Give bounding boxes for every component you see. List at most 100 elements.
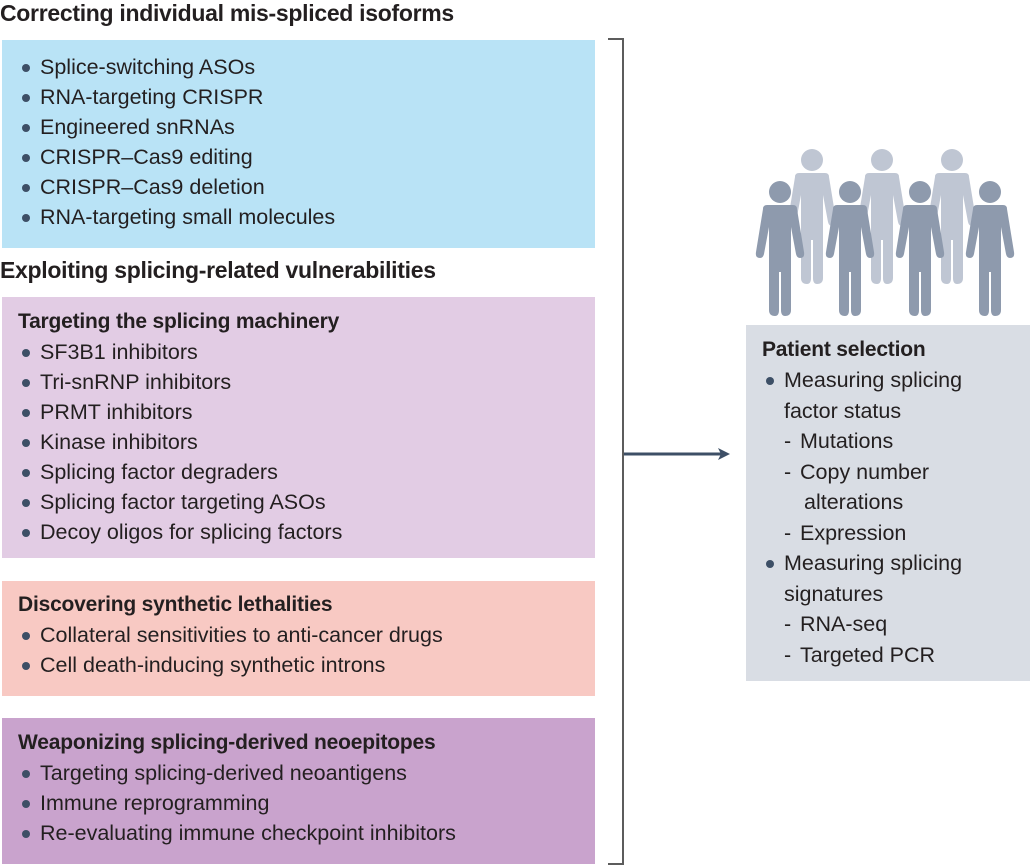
- list-item: PRMT inhibitors: [18, 397, 595, 427]
- people-back-row: [787, 149, 977, 284]
- item-text: SF3B1 inhibitors: [40, 340, 198, 364]
- item-text: Decoy oligos for splicing factors: [40, 520, 343, 544]
- patient-selection-title: Patient selection: [762, 338, 926, 361]
- item-text: PRMT inhibitors: [40, 400, 193, 424]
- section-heading-exploiting: Exploiting splicing-related vulnerabilit…: [0, 257, 436, 283]
- bullet-icon: [766, 377, 774, 385]
- item-text: Targeting splicing-derived neoantigens: [40, 761, 407, 785]
- sub-item: -RNA-seq: [784, 609, 1030, 640]
- sub-list: -RNA-seq -Targeted PCR: [784, 609, 1030, 670]
- sub-item-text: Copy number: [800, 459, 930, 484]
- bullet-icon: [766, 560, 774, 568]
- bullet-icon: [22, 499, 30, 507]
- list-item: RNA-targeting small molecules: [18, 202, 595, 232]
- list-item: Measuring splicing signatures -RNA-seq -…: [762, 548, 1030, 670]
- bullet-icon: [22, 124, 30, 132]
- bullet-icon: [22, 409, 30, 417]
- list-item: Splice-switching ASOs: [18, 52, 595, 82]
- list-item: Re-evaluating immune checkpoint inhibito…: [18, 818, 595, 848]
- bullet-icon: [22, 800, 30, 808]
- list-item: RNA-targeting CRISPR: [18, 82, 595, 112]
- item-text: factor status: [784, 398, 902, 423]
- machinery-box: Targeting the splicing machinery SF3B1 i…: [2, 297, 595, 558]
- list-item: Measuring splicing factor status -Mutati…: [762, 365, 1030, 548]
- list-item: CRISPR–Cas9 deletion: [18, 172, 595, 202]
- sub-item: -Expression: [784, 518, 1030, 549]
- item-text: Splice-switching ASOs: [40, 55, 256, 79]
- patient-population-icon: [755, 149, 1015, 316]
- list-item: Targeting splicing-derived neoantigens: [18, 758, 595, 788]
- item-text: Tri-snRNP inhibitors: [40, 370, 232, 394]
- section-heading-correcting: Correcting individual mis-spliced isofor…: [0, 0, 454, 26]
- list-item: SF3B1 inhibitors: [18, 337, 595, 367]
- list-item: Splicing factor degraders: [18, 457, 595, 487]
- neoepitopes-title: Weaponizing splicing-derived neoepitopes: [18, 731, 436, 754]
- bullet-icon: [22, 770, 30, 778]
- bullet-icon: [22, 349, 30, 357]
- item-text: Splicing factor targeting ASOs: [40, 490, 326, 514]
- bullet-icon: [22, 184, 30, 192]
- bullet-icon: [22, 830, 30, 838]
- machinery-title: Targeting the splicing machinery: [18, 310, 340, 333]
- sub-item: -Targeted PCR: [784, 640, 1030, 671]
- lethalities-title: Discovering synthetic lethalities: [18, 593, 333, 616]
- dash: -: [784, 612, 792, 636]
- bullet-icon: [22, 529, 30, 537]
- item-text: Immune reprogramming: [40, 791, 270, 815]
- bullet-icon: [22, 154, 30, 162]
- bracket-top-tick: [608, 38, 624, 40]
- list-item: Decoy oligos for splicing factors: [18, 517, 595, 547]
- sub-item: -Copy number alterations: [784, 457, 1030, 518]
- sub-item-text: alterations: [804, 490, 904, 514]
- list-item: Tri-snRNP inhibitors: [18, 367, 595, 397]
- bullet-icon: [22, 94, 30, 102]
- item-text: Cell death-inducing synthetic introns: [40, 653, 386, 677]
- list-item: CRISPR–Cas9 editing: [18, 142, 595, 172]
- bullet-icon: [22, 64, 30, 72]
- item-text: signatures: [784, 581, 884, 606]
- arrow-head: [718, 448, 730, 460]
- machinery-list: SF3B1 inhibitors Tri-snRNP inhibitors PR…: [18, 337, 595, 547]
- person-icon: [965, 181, 1015, 316]
- sub-item-text: RNA-seq: [800, 612, 888, 636]
- dash: -: [784, 459, 792, 484]
- correcting-box: Splice-switching ASOs RNA-targeting CRIS…: [2, 40, 595, 248]
- item-text: Kinase inhibitors: [40, 430, 198, 454]
- arrow-right-icon: [624, 448, 730, 460]
- bracket-bottom-tick: [608, 863, 624, 865]
- list-item: Kinase inhibitors: [18, 427, 595, 457]
- list-item: Collateral sensitivities to anti-cancer …: [18, 620, 595, 650]
- patient-selection-list: Measuring splicing factor status -Mutati…: [762, 365, 1030, 670]
- dash: -: [784, 642, 792, 667]
- sub-item-text: Targeted PCR: [800, 642, 936, 667]
- neoepitopes-list: Targeting splicing-derived neoantigens I…: [18, 758, 595, 848]
- sub-item: -Mutations: [784, 426, 1030, 457]
- item-text: CRISPR–Cas9 deletion: [40, 175, 265, 199]
- bullet-icon: [22, 662, 30, 670]
- lethalities-box: Discovering synthetic lethalities Collat…: [2, 581, 595, 696]
- bullet-icon: [22, 469, 30, 477]
- list-item: Engineered snRNAs: [18, 112, 595, 142]
- item-text: Splicing factor degraders: [40, 460, 278, 484]
- list-item: Immune reprogramming: [18, 788, 595, 818]
- item-text: Engineered snRNAs: [40, 115, 235, 139]
- lethalities-list: Collateral sensitivities to anti-cancer …: [18, 620, 595, 680]
- dash: -: [784, 429, 792, 453]
- sub-item-text: Expression: [800, 520, 907, 545]
- bullet-icon: [22, 214, 30, 222]
- patient-selection-box: Patient selection Measuring splicing fac…: [746, 325, 1030, 681]
- item-text: Collateral sensitivities to anti-cancer …: [40, 623, 443, 647]
- correcting-list: Splice-switching ASOs RNA-targeting CRIS…: [18, 52, 595, 232]
- item-text: Re-evaluating immune checkpoint inhibito…: [40, 821, 456, 845]
- item-text: CRISPR–Cas9 editing: [40, 145, 253, 169]
- neoepitopes-box: Weaponizing splicing-derived neoepitopes…: [2, 718, 595, 864]
- item-text: Measuring splicing: [784, 368, 963, 392]
- item-text: RNA-targeting CRISPR: [40, 85, 264, 109]
- item-text: Measuring splicing: [784, 551, 963, 575]
- list-item: Splicing factor targeting ASOs: [18, 487, 595, 517]
- bullet-icon: [22, 439, 30, 447]
- dash: -: [784, 520, 792, 545]
- sub-item-text: Mutations: [800, 429, 894, 453]
- bracket-line: [622, 38, 624, 865]
